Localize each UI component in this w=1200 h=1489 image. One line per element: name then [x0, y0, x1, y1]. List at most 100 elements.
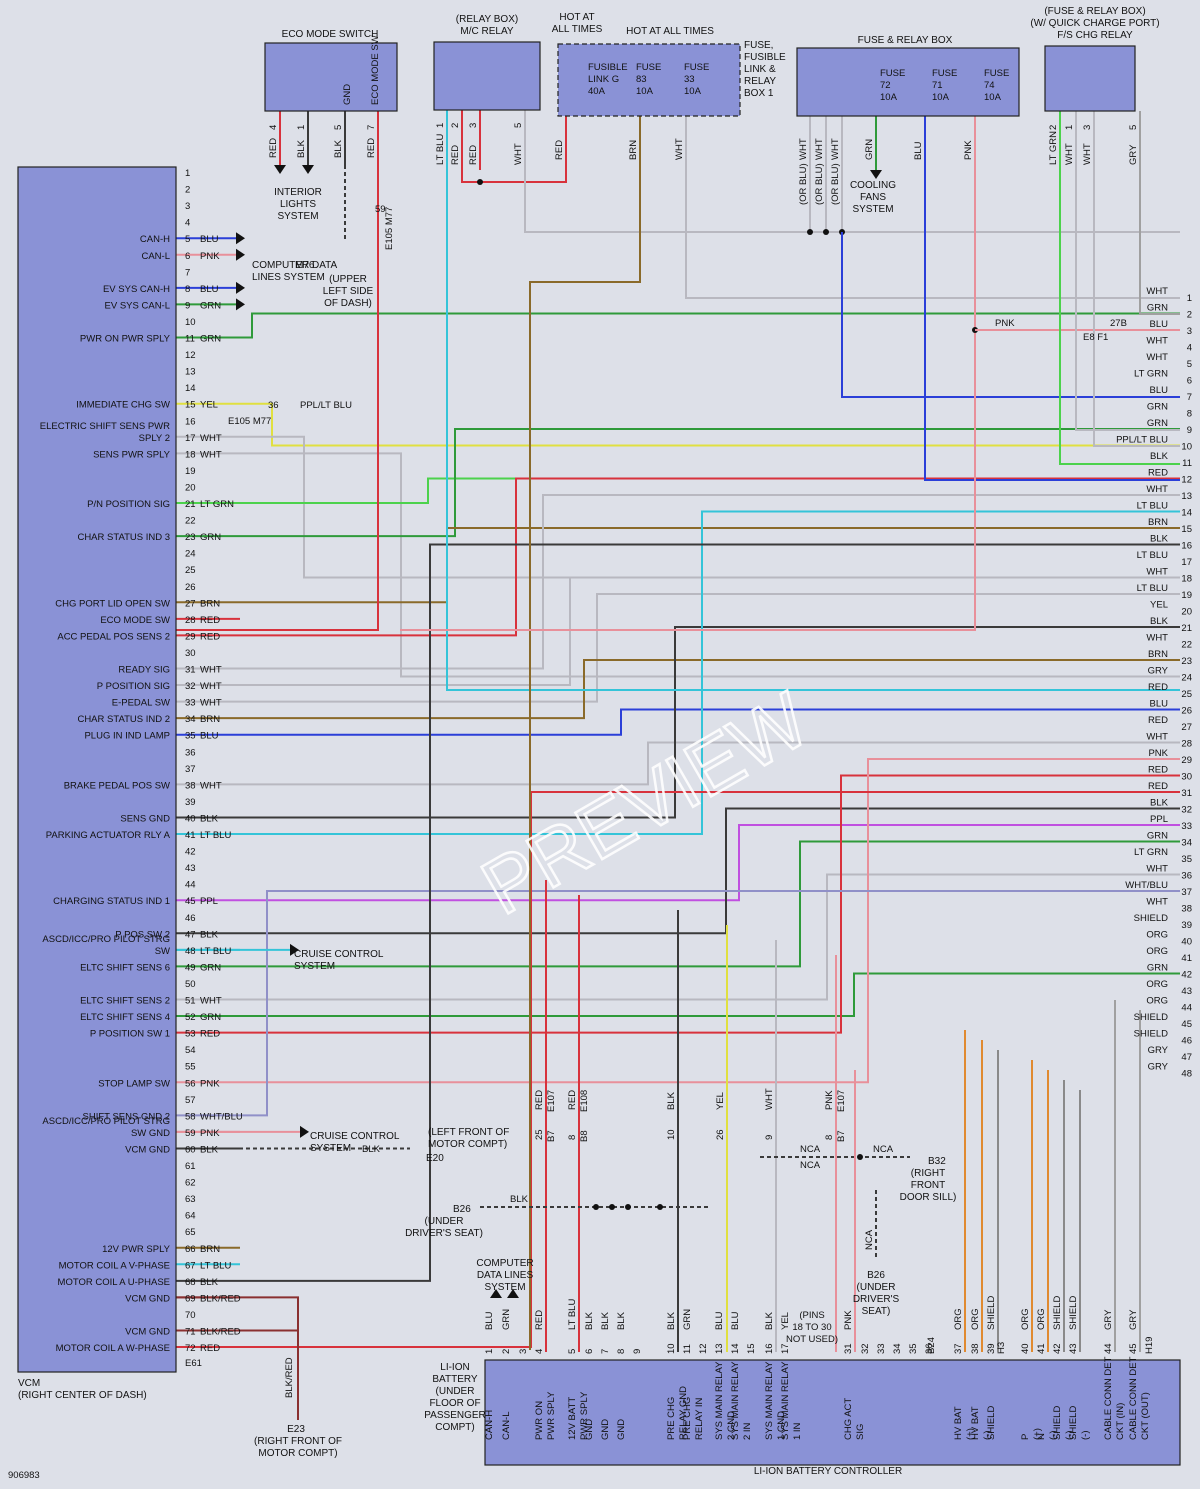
right-wire-color: WHT — [1146, 352, 1168, 363]
battery-pin-number: 2 — [501, 1349, 512, 1354]
battery-signal-name: 2 GND — [726, 1411, 737, 1440]
eco-pin-number: 7 — [366, 125, 377, 130]
right-pin-number: 4 — [1187, 343, 1192, 354]
mid-connector-e: E108 — [579, 1090, 590, 1112]
battery-pin-number: 9 — [632, 1349, 643, 1354]
vcm-to-right-wire — [176, 402, 1180, 447]
vcm-pin-color: BLK — [200, 813, 219, 824]
mc-wire-color: WHT — [513, 143, 524, 165]
battery-wire-color: SHIELD — [1052, 1296, 1063, 1330]
fuse1-wire-color: WHT — [674, 138, 685, 160]
vcm-signal-name: ELTC SHIFT SENS 4 — [80, 1012, 170, 1023]
mc-pin-number: 5 — [513, 123, 524, 128]
vcm-pin-color: RED — [200, 1029, 220, 1040]
right-wire-color: WHT/BLU — [1125, 880, 1168, 891]
right-pin-number: 42 — [1181, 970, 1192, 981]
interior-arrow-icon — [302, 165, 314, 174]
right-pin-number: 1 — [1187, 293, 1192, 304]
vcm-signal-name: CAN-L — [141, 251, 170, 262]
battery-wire-color: ORG — [970, 1308, 981, 1330]
vcm-signal-name: PARKING ACTUATOR RLY A — [46, 830, 171, 841]
qc-wht2-wire — [1093, 111, 1180, 447]
right-pin-number: 32 — [1181, 805, 1192, 816]
battery-pin-number: 3 — [518, 1349, 529, 1354]
vcm-pin-number: 44 — [185, 880, 196, 891]
fuse-box-1-title: FUSE, — [744, 40, 773, 51]
battery-signal-name: SYS MAIN RELAY — [714, 1361, 725, 1440]
mc-relay-title: M/C RELAY — [460, 26, 513, 37]
right-pin-number: 48 — [1181, 1069, 1192, 1080]
vcm-signal-name: SW GND — [131, 1128, 170, 1139]
vcm-pin-color: BRN — [200, 1244, 220, 1255]
battery-signal-name: GND — [600, 1419, 611, 1440]
vcm-pin-number: 21 — [185, 499, 196, 510]
right-wire-color: SHIELD — [1134, 1029, 1168, 1040]
vcm-signal-name: P POSITION SW 1 — [90, 1029, 170, 1040]
right-pin-number: 13 — [1181, 491, 1192, 502]
fuse71-blu-wire — [924, 116, 1180, 481]
mc-wire-color: RED — [468, 145, 479, 165]
battery-pin-number: 16 — [764, 1343, 775, 1354]
right-wire-color: WHT — [1146, 897, 1168, 908]
right-pin-number: 36 — [1181, 871, 1192, 882]
pnk-label: PNK — [995, 318, 1015, 329]
vcm-pin-number: 56 — [185, 1078, 196, 1089]
vcm-pin-color: BLK — [200, 929, 219, 940]
battery-wire-color: GRN — [682, 1309, 693, 1330]
vcm-pin-number: 32 — [185, 681, 196, 692]
vcm-signal-name: ELTC SHIFT SENS 6 — [80, 962, 170, 973]
right-wire-color: WHT — [1146, 286, 1168, 297]
vcm-signal-name: PWR ON PWR SPLY — [80, 334, 171, 345]
vcm-pin-color: PNK — [200, 1128, 220, 1139]
can-arrow-icon — [236, 298, 245, 311]
battery-signal-name: N — [1036, 1433, 1047, 1440]
vcm-pin-number: 65 — [185, 1227, 196, 1238]
battery-signal-name: 1 GND — [776, 1411, 787, 1440]
right-pin-number: 19 — [1181, 590, 1192, 601]
battery-signal-name: 2 IN — [742, 1422, 753, 1440]
qc-pin-number: 1 — [1064, 125, 1075, 130]
e23-wire — [176, 1296, 299, 1420]
right-pin-number: 39 — [1181, 920, 1192, 931]
vcm-pin-color: BLK/RED — [200, 1327, 241, 1338]
right-wire-color: RED — [1148, 715, 1168, 726]
right-wire-color: BLK — [1150, 616, 1169, 627]
fuse-2-rating: 10A — [932, 92, 950, 103]
right-wire-color: WHT — [1146, 864, 1168, 875]
right-pin-number: 10 — [1181, 442, 1192, 453]
fs-chg-relay-title: (W/ QUICK CHARGE PORT) — [1030, 18, 1159, 29]
mc-wht-wire — [524, 170, 1180, 233]
battery-signal-name: (-) — [1048, 1431, 1059, 1441]
right-wire-color: SHIELD — [1134, 1012, 1168, 1023]
cruise-blk-label: BLK — [362, 1144, 381, 1155]
battery-pins-not-used: 18 TO 30 — [792, 1322, 831, 1333]
vcm-pin-number: 35 — [185, 731, 196, 742]
vcm-pin-color: RED — [200, 1343, 220, 1354]
right-wire-color: YEL — [1150, 600, 1168, 611]
vcm-pin-number: 68 — [185, 1277, 196, 1288]
m76-location: LEFT SIDE — [323, 286, 374, 297]
vcm-pin-number: 38 — [185, 780, 196, 791]
vcm-pin-number: 1 — [185, 168, 190, 179]
vcm-pin-color: WHT — [200, 665, 222, 676]
battery-signal-name: (-) — [982, 1431, 993, 1441]
right-pin-number: 24 — [1181, 673, 1192, 684]
battery-wire-color: SHIELD — [1068, 1296, 1079, 1330]
vcm-pin-number: 14 — [185, 383, 196, 394]
right-pin-number: 29 — [1181, 755, 1192, 766]
vcm-signal-name: CHAR STATUS IND 2 — [77, 714, 170, 725]
vcm-to-right-wire — [176, 873, 1180, 1001]
vcm-to-right-wire — [176, 807, 1180, 935]
right-pin-number: 28 — [1181, 739, 1192, 750]
vcm-signal-name: STOP LAMP SW — [98, 1078, 170, 1089]
battery-signal-name: PWR SPLY — [579, 1391, 590, 1440]
battery-can-arrow-icon — [490, 1289, 502, 1298]
battery-wire-color: YEL — [780, 1312, 791, 1330]
vcm-signal-name: SPLY 2 — [139, 433, 170, 444]
battery-wire-color: PNK — [843, 1310, 854, 1330]
battery-wire-color: BLK — [764, 1311, 775, 1330]
battery-pin-number: 31 — [843, 1343, 854, 1354]
vcm-pin-number: 34 — [185, 714, 196, 725]
vcm-pin-color: WHT — [200, 681, 222, 692]
